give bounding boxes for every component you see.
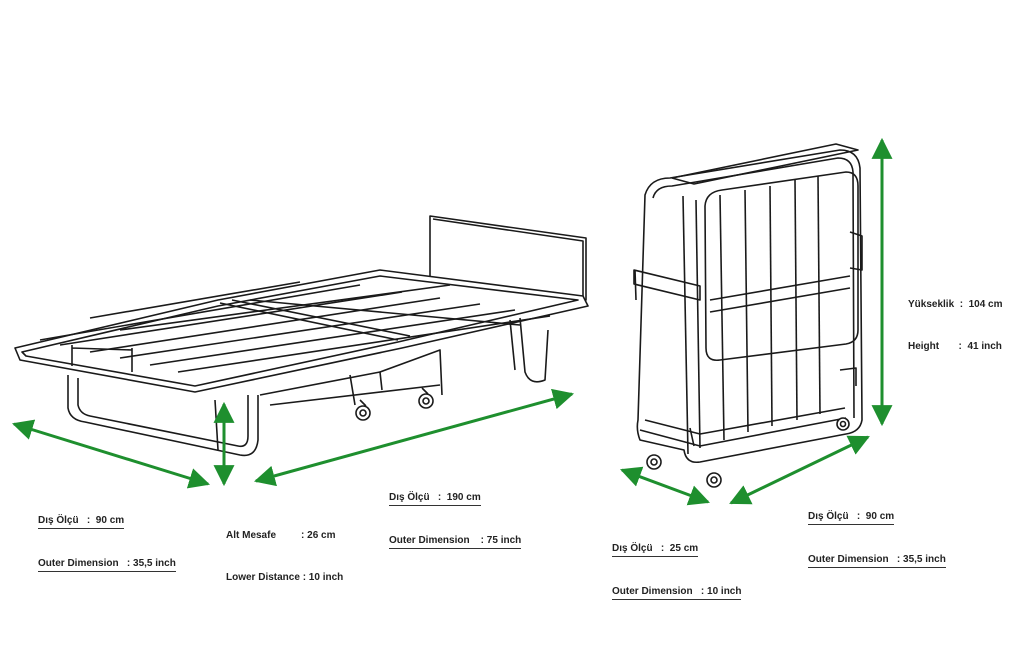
open-lower-tr: Alt Mesafe : 26 cm: [226, 530, 336, 541]
open-width-en: Outer Dimension : 35,5 inch: [38, 557, 176, 572]
open-length-arrow: [253, 388, 575, 487]
folded-height-tr: Yükseklik : 104 cm: [908, 299, 1003, 310]
folded-width-tr: Dış Ölçü : 90 cm: [808, 510, 895, 525]
open-lower-en: Lower Distance : 10 inch: [226, 572, 344, 583]
open-length-label: Dış Ölçü : 190 cm Outer Dimension : 75 i…: [389, 463, 522, 563]
folded-depth-tr: Dış Ölçü : 25 cm: [612, 542, 699, 557]
folded-width-arrow: [729, 435, 870, 505]
open-length-tr: Dış Ölçü : 190 cm: [389, 491, 481, 506]
folded-width-label: Dış Ölçü : 90 cm Outer Dimension : 35,5 …: [808, 482, 946, 582]
folded-bed-drawing: [633, 143, 863, 488]
open-lower-label: Alt Mesafe : 26 cm Lower Distance : 10 i…: [226, 501, 343, 599]
folded-depth-label: Dış Ölçü : 25 cm Outer Dimension : 10 in…: [612, 514, 742, 614]
open-bed-drawing: [14, 215, 589, 457]
open-width-tr: Dış Ölçü : 90 cm: [38, 514, 125, 529]
folded-depth-arrow: [620, 466, 710, 506]
folded-height-label: Yükseklik : 104 cm Height : 41 inch: [908, 270, 1003, 368]
folded-depth-en: Outer Dimension : 10 inch: [612, 585, 742, 600]
dimension-arrows: [11, 137, 893, 506]
open-length-en: Outer Dimension : 75 inch: [389, 534, 522, 549]
open-width-label: Dış Ölçü : 90 cm Outer Dimension : 35,5 …: [38, 486, 176, 586]
open-width-arrow: [11, 419, 211, 489]
folded-height-en: Height : 41 inch: [908, 341, 1002, 352]
folded-width-en: Outer Dimension : 35,5 inch: [808, 553, 946, 568]
